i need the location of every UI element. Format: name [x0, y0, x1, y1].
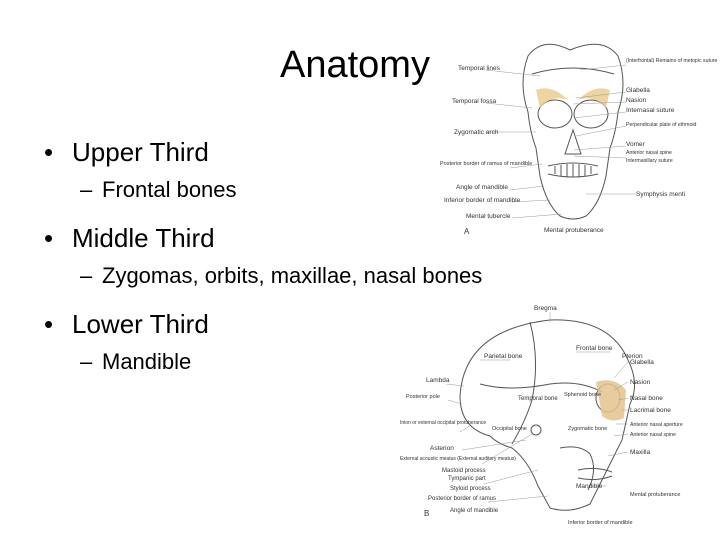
- figure-label: Internasal suture: [626, 107, 675, 114]
- figure-label: Frontal bone: [576, 345, 613, 352]
- bullet-item: • Middle Third: [40, 221, 600, 261]
- figure-label: Intermaxillary suture: [626, 158, 673, 164]
- sub-bullet-marker: –: [80, 263, 93, 288]
- figure-label: Bregma: [534, 305, 557, 312]
- bullet-text: Lower Third: [72, 309, 209, 339]
- figure-letter: B: [424, 509, 429, 518]
- figure-label: Angle of mandible: [450, 508, 499, 514]
- figure-label: Temporal bone: [518, 396, 558, 402]
- nasal-aperture: [564, 128, 582, 155]
- figure-label: Glabella: [626, 87, 650, 94]
- temporal-line: [531, 67, 615, 75]
- bullet-marker: •: [44, 137, 54, 167]
- figure-label: Temporal fossa: [452, 98, 496, 105]
- figure-label: Mastoid process: [442, 468, 486, 474]
- figure-label: Posterior border of ramus: [428, 496, 496, 502]
- sub-bullet-item: –Mandible: [40, 347, 600, 393]
- skull-frontal-drawing: Temporal lines Temporal fossa Zygomatic …: [440, 43, 718, 236]
- bullet-item: • Upper Third: [40, 135, 600, 175]
- bullet-list: •Upper Third –Frontal bones •Middle Thir…: [40, 135, 600, 393]
- skull-lateral-drawing: Bregma Frontal bone Parietal bone Pterio…: [400, 305, 683, 526]
- bullet-item: • Lower Third: [40, 307, 600, 347]
- figure-label: Inferior border of mandible: [568, 520, 633, 526]
- figure-label: Inferior border of mandible: [444, 197, 521, 204]
- sub-bullet-item: –Zygomas, orbits, maxillae, nasal bones: [40, 261, 600, 307]
- external-acoustic-meatus: [530, 424, 542, 436]
- sub-bullet-text: Frontal bones: [102, 177, 237, 202]
- skull-frontal-figure: Temporal lines Temporal fossa Zygomatic …: [440, 28, 720, 238]
- figure-label: Asterion: [430, 445, 454, 452]
- figure-label: Mental protuberance: [630, 492, 680, 498]
- figure-label: Zygomatic arch: [454, 129, 499, 136]
- figure-label: Anterior nasal spine: [626, 150, 672, 156]
- figure-label: Posterior pole: [406, 394, 440, 400]
- figure-label: Zygomatic bone: [568, 426, 607, 432]
- bullet-text: Middle Third: [72, 223, 215, 253]
- sub-bullet-text: Mandible: [102, 349, 192, 374]
- figure-label: Lacrimal bone: [630, 407, 671, 414]
- figure-label: Nasal bone: [630, 395, 663, 402]
- sub-bullet-marker: –: [80, 349, 93, 374]
- tooth-lines: [554, 164, 592, 177]
- figure-label: Posterior border of ramus of mandible: [440, 161, 532, 167]
- left-orbit: [537, 99, 573, 129]
- bullet-marker: •: [44, 309, 54, 339]
- figure-label: Sphenoid bone: [564, 392, 601, 398]
- bullet-marker: •: [44, 223, 54, 253]
- figure-label: Mandible: [576, 483, 603, 490]
- figure-label: Perpendicular plate of ethmoid: [626, 122, 696, 128]
- figure-label: Angle of mandible: [456, 184, 508, 191]
- figure-label: Lambda: [426, 377, 450, 384]
- figure-label: Parietal bone: [484, 353, 523, 360]
- sub-bullet-marker: –: [80, 177, 93, 202]
- facial-highlight: [596, 380, 626, 421]
- figure-label: Symphysis menti: [636, 191, 685, 198]
- figure-label: Glabella: [630, 359, 654, 366]
- figure-label: Tympanic part: [448, 476, 486, 482]
- figure-label: Pterion: [622, 353, 643, 360]
- sub-bullet-item: –Frontal bones: [40, 175, 600, 221]
- figure-label: Nasion: [630, 379, 651, 386]
- figure-label: Inion or external occipital protuberance: [400, 420, 486, 426]
- figure-label: Vomer: [626, 141, 646, 148]
- figure-label: Mental tubercle: [466, 213, 511, 220]
- figure-label: Maxilla: [630, 449, 651, 456]
- skull-outline: [522, 43, 624, 220]
- teeth-outline: [577, 467, 613, 481]
- figure-label: Mental protuberance: [544, 227, 604, 234]
- squamosal-suture: [479, 382, 603, 393]
- figure-label: Anterior nasal aperture: [630, 422, 683, 428]
- figure-label: Anterior nasal spine: [630, 432, 676, 438]
- figure-label: (Interfrontal) Remains of metopic suture: [626, 58, 718, 64]
- sub-bullet-text: Zygomas, orbits, maxillae, nasal bones: [102, 263, 483, 288]
- frontal-highlight: [536, 88, 610, 108]
- coronal-suture: [511, 321, 537, 445]
- bullet-text: Upper Third: [72, 137, 209, 167]
- figure-label: Occipital bone: [492, 426, 527, 432]
- slide-title: Anatomy: [280, 44, 430, 86]
- skull-lateral-figure: Bregma Frontal bone Parietal bone Pterio…: [400, 300, 700, 532]
- figure-letter: A: [464, 227, 470, 236]
- figure-label: Nasion: [626, 97, 647, 104]
- figure-label: Temporal lines: [458, 65, 501, 72]
- figure-label: External acoustic meatus (External audit…: [400, 456, 516, 462]
- mandible-ramus: [559, 446, 594, 491]
- figure-label: Styloid process: [450, 486, 491, 492]
